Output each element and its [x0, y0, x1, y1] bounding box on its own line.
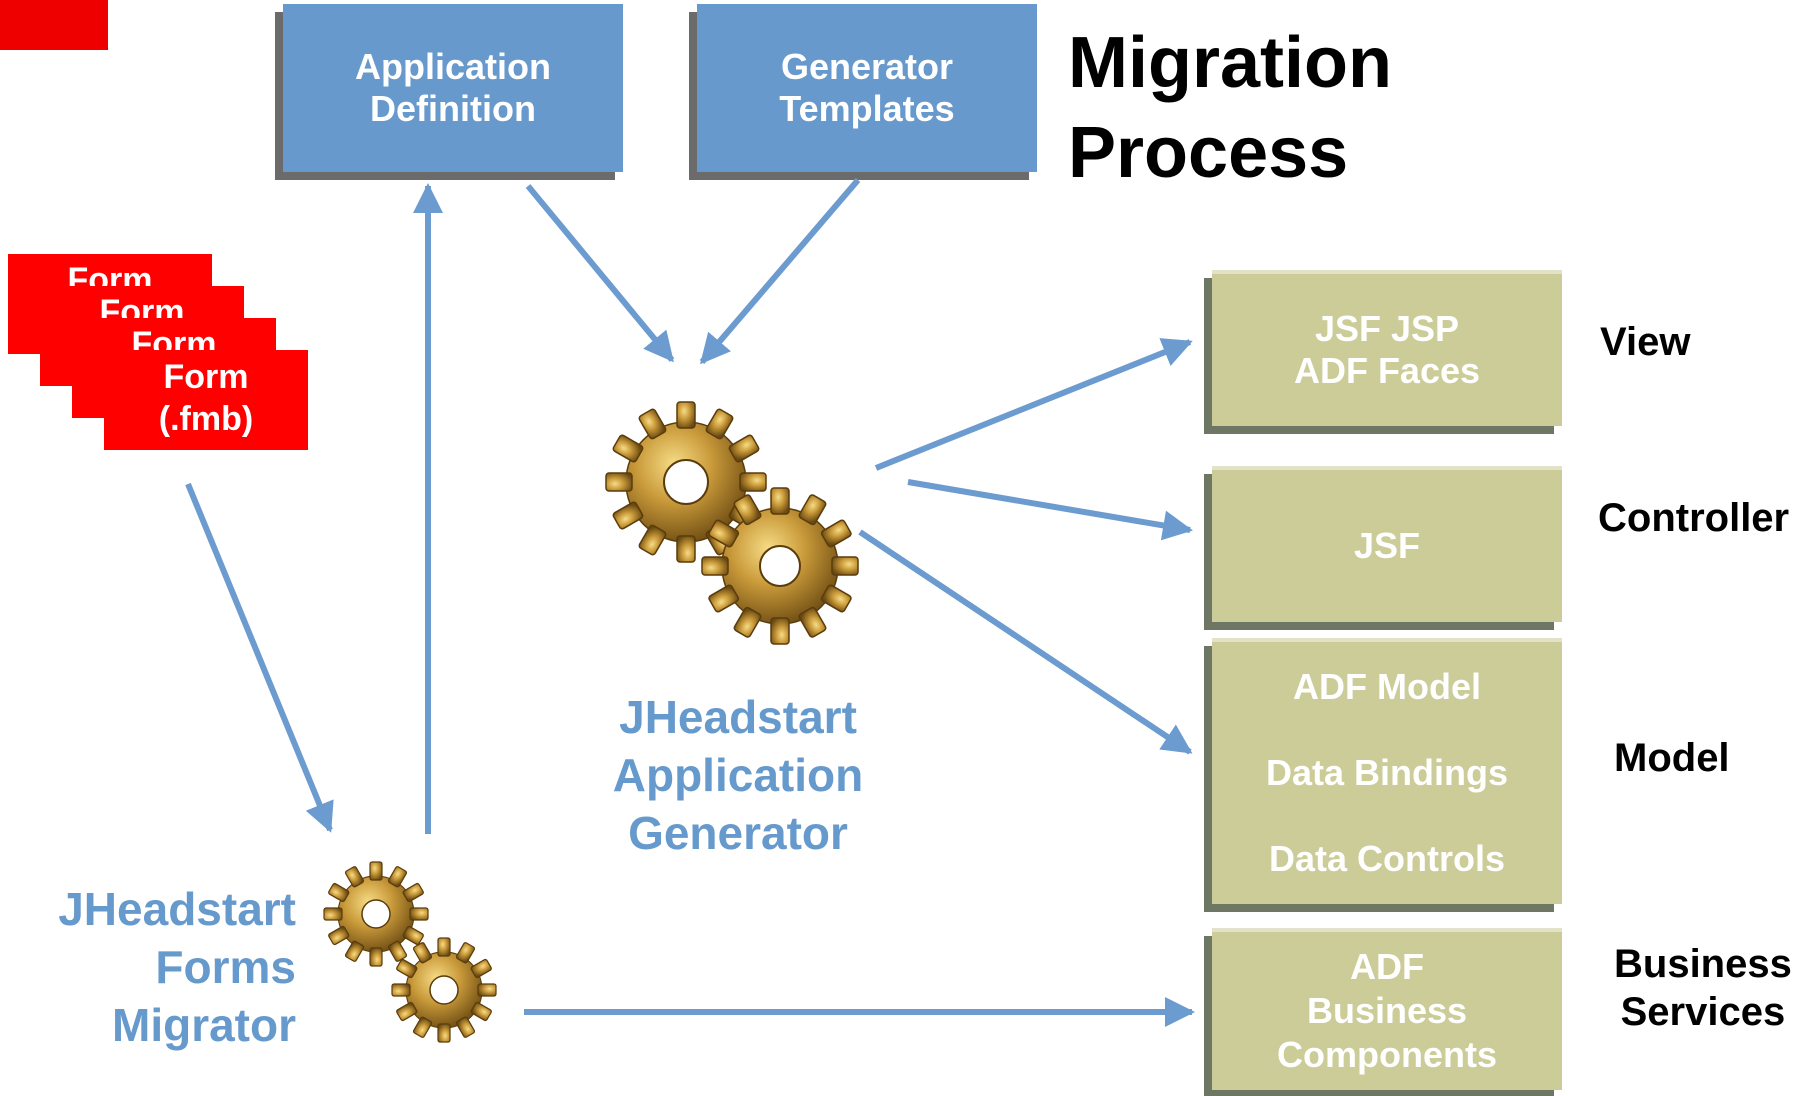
arrow-templates-to-generator [699, 178, 861, 365]
view-box-line-1: JSF JSP [1314, 308, 1460, 349]
business-box-line-3: Components [1277, 1034, 1497, 1075]
arrow-generator-to-model [858, 529, 1193, 755]
model-layer-box: ADF Model Data Bindings Data Controls [1212, 638, 1562, 904]
view-box-line-2: ADF Faces [1293, 350, 1481, 391]
model-layer-label: Model [1614, 736, 1730, 780]
application-generator-label: JHeadstart Application Generator [600, 688, 876, 862]
model-box-line-2: Data Bindings [1265, 752, 1508, 793]
controller-layer-box: JSF [1212, 466, 1562, 622]
business-box-line-1: ADF [1350, 946, 1424, 987]
migrator-label-line-1: JHeadstart [58, 883, 296, 935]
business-services-line-2: Services [1620, 990, 1786, 1034]
form-card-front-line-2: (.fmb) [158, 400, 254, 438]
gears-icon [605, 401, 859, 645]
arrow-generator-to-controller [907, 479, 1193, 541]
arrow-appdef-to-generator [525, 184, 675, 363]
arrow-forms-to-migrator [185, 482, 334, 833]
model-box-line-1: ADF Model [1293, 666, 1481, 707]
view-layer-label: View [1600, 320, 1691, 364]
migrator-label-line-3: Migrator [112, 999, 296, 1051]
generator-label-line-2: Application [612, 749, 864, 801]
business-services-line-1: Business [1614, 942, 1792, 986]
gears-icon [323, 861, 497, 1043]
flow-arrows [185, 178, 1195, 1027]
arrow-generator-to-view [874, 338, 1193, 471]
generator-templates-line-1: Generator [780, 46, 954, 87]
controller-box-line-1: JSF [1353, 525, 1421, 566]
generator-label-line-3: Generator [628, 807, 848, 859]
controller-layer-label: Controller [1598, 496, 1790, 540]
page-title: Migration Process [1068, 18, 1392, 198]
form-card-front: Form (.fmb) [104, 350, 308, 450]
business-services-label: Business Services [1614, 940, 1792, 1036]
generator-label-line-1: JHeadstart [619, 691, 857, 743]
generator-templates-box: Generator Templates [697, 4, 1037, 172]
application-definition-box: Application Definition [283, 4, 623, 172]
generator-templates-line-2: Templates [779, 88, 955, 129]
application-definition-line-2: Definition [370, 88, 536, 129]
business-layer-box: ADF Business Components [1212, 928, 1562, 1090]
title-line-2: Process [1068, 113, 1349, 193]
view-layer-box: JSF JSP ADF Faces [1212, 270, 1562, 426]
migrator-label-line-2: Forms [155, 941, 296, 993]
application-definition-line-1: Application [355, 46, 551, 87]
title-line-1: Migration [1068, 23, 1392, 103]
model-box-line-3: Data Controls [1268, 838, 1506, 879]
form-card-front-line-1: Form [163, 358, 249, 396]
forms-migrator-label: JHeadstart Forms Migrator [30, 880, 296, 1054]
corner-accent [0, 0, 108, 50]
business-box-line-2: Business [1306, 990, 1468, 1031]
